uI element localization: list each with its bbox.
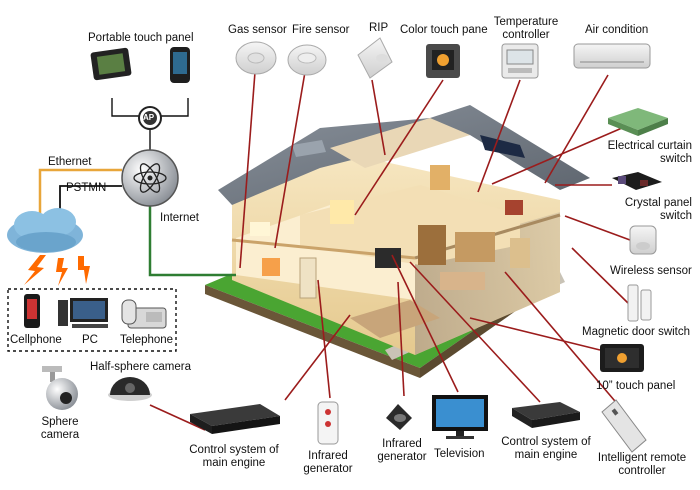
color-touch-pane-icon [426,44,460,78]
electrical-curtain-switch-icon [608,108,668,136]
label-color-touch-pane: Color touch pane [400,24,488,36]
label-cellphone: Cellphone [10,334,62,346]
label-line: controller [502,29,550,41]
label-crystal-panel-switch: Crystal panel switch [604,197,692,223]
label-line: generator [377,451,427,463]
label-line: Infrared [382,438,422,450]
control-system-right-icon [512,402,580,428]
roof [218,105,590,205]
label-line: Control system of [189,444,279,456]
label-rip: RIP [369,22,389,34]
label-10-touch-panel: 10” touch panel [596,380,676,392]
label-line: main engine [202,457,266,469]
touch-panel-10-icon [600,344,644,372]
label-internet: Internet [160,212,199,224]
label-sphere-camera: Sphere camera [38,416,82,442]
house [231,150,561,355]
label-line: Electrical curtain [607,140,692,152]
tablet-icon [90,47,132,81]
label-line: controller [618,465,666,477]
label-television: Television [434,448,485,460]
air-conditioner-icon [573,43,651,69]
label-portable-touch-panel: Portable touch panel [88,32,194,44]
router-hub-icon [121,149,179,207]
label-wireless-sensor: Wireless sensor [610,265,692,277]
pstmn-wire [59,185,122,218]
smartphone-icon [170,47,190,83]
wireless-signal-icons [24,255,90,286]
label-line: Sphere [41,416,79,428]
label-electrical-curtain-switch: Electrical curtain switch [590,140,692,166]
infrared-generator-a-icon [386,404,412,430]
temperature-controller-icon [501,43,539,79]
device-wires [149,71,631,431]
label-line: generator [303,463,353,475]
internet-wire [148,200,236,277]
label-ap: AP [143,113,155,122]
label-line: switch [660,153,692,165]
label-line: camera [40,429,80,441]
crystal-panel-switch-icon [612,172,662,190]
label-infrared-generator-a: Infrared generator [374,438,430,464]
label-line: Control system of [501,436,591,448]
sphere-camera-icon [42,366,78,410]
label-line: switch [660,210,692,222]
communication-devices-box [7,288,177,352]
label-control-system-left: Control system of main engine [188,444,280,470]
rip-sensor-icon [357,37,393,79]
label-magnetic-door-switch: Magnetic door switch [582,326,691,338]
label-ethernet: Ethernet [48,156,92,168]
label-air-condition: Air condition [585,24,649,36]
label-telephone: Telephone [120,334,174,346]
intelligent-remote-controller-icon [601,399,647,453]
label-pstmn: PSTMN [66,182,107,194]
label-temperature-controller: Temperature controller [490,16,562,42]
cellphone-icon [24,294,40,328]
television-icon [432,395,488,439]
label-fire-sensor: Fire sensor [292,24,350,36]
pc-icon [58,298,108,328]
label-line: main engine [514,449,578,461]
label-gas-sensor: Gas sensor [228,24,287,36]
label-infrared-generator-b: Infrared generator [300,450,356,476]
label-line: Temperature [493,16,559,28]
half-sphere-camera-icon [108,377,152,401]
label-line: Crystal panel [624,197,692,209]
label-pc: PC [82,334,98,346]
wireless-sensor-icon [629,225,657,255]
control-system-left-icon [190,404,280,434]
ap-node [138,106,162,130]
cloud-icon [7,208,83,253]
label-line: Intelligent remote [597,452,687,464]
magnetic-door-switch-icon [627,284,652,322]
telephone-icon [121,299,167,329]
label-half-sphere-camera: Half-sphere camera [90,361,191,373]
label-control-system-right: Control system of main engine [500,436,592,462]
ethernet-wire [38,168,122,218]
fire-sensor-icon [287,44,327,76]
gas-sensor-icon [235,41,277,75]
infrared-generator-b-icon [317,401,339,445]
label-line: Infrared [308,450,348,462]
label-intelligent-remote-controller: Intelligent remote controller [590,452,694,478]
